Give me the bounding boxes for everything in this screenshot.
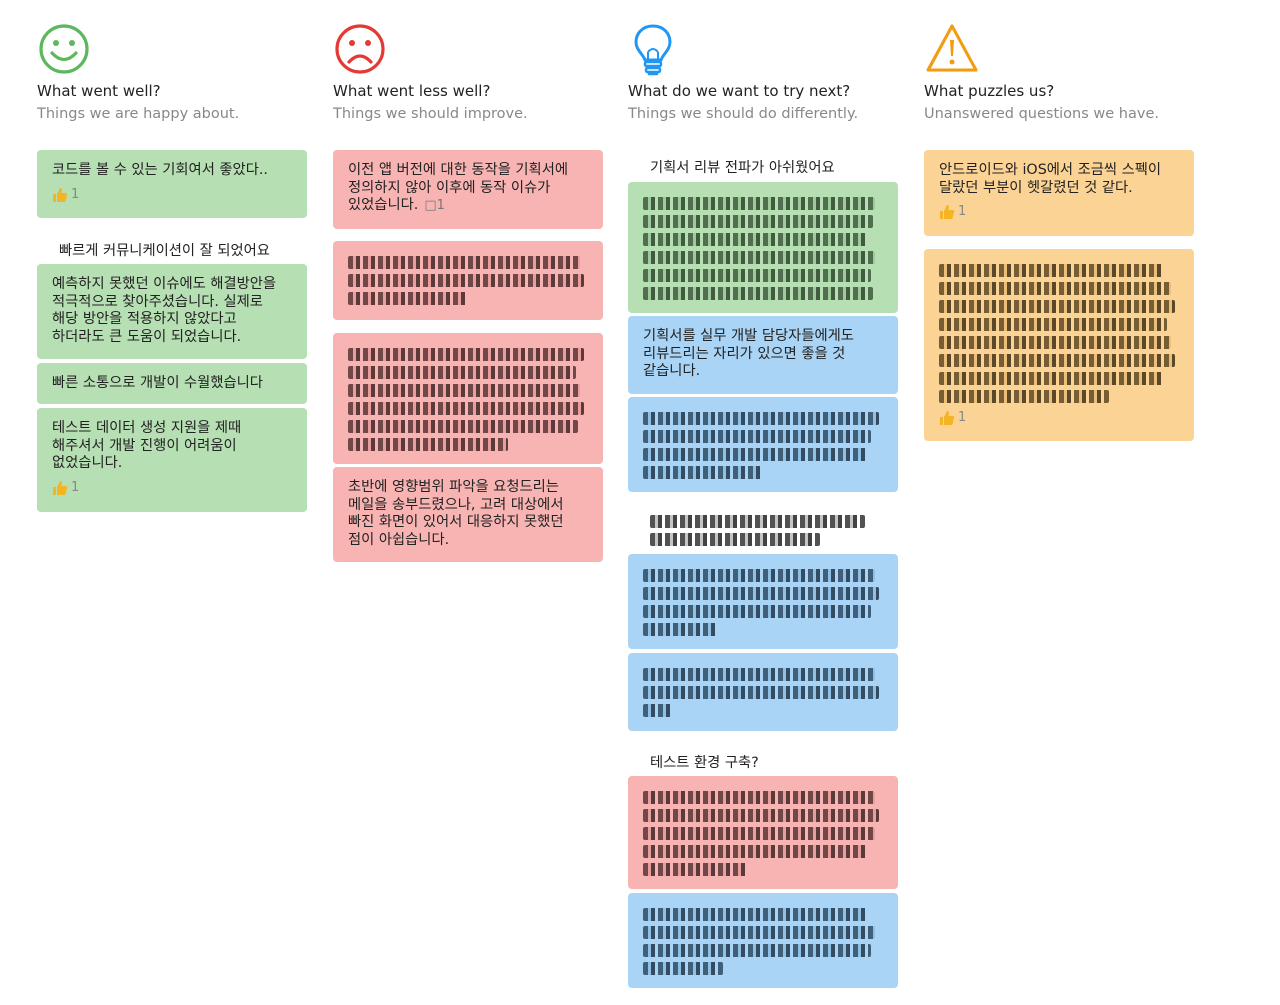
group-label: 테스트 환경 구축? bbox=[650, 755, 759, 771]
sticky-note[interactable]: 기획서를 실무 개발 담당자들에게도 리뷰드리는 자리가 있으면 좋을 것 같습… bbox=[628, 316, 898, 394]
group-label-redacted bbox=[650, 512, 870, 551]
sticky-note[interactable] bbox=[628, 182, 898, 313]
sticky-note[interactable] bbox=[333, 333, 603, 464]
frown-icon bbox=[335, 24, 385, 74]
sticky-note[interactable] bbox=[628, 554, 898, 649]
vote-button[interactable]: 1 bbox=[52, 479, 293, 497]
sticky-note[interactable] bbox=[628, 893, 898, 988]
sticky-note[interactable] bbox=[333, 241, 603, 320]
vote-count: 1 bbox=[958, 410, 967, 426]
group-label: 기획서 리뷰 전파가 아쉬웠어요 bbox=[650, 160, 835, 176]
column-title: What do we want to try next? bbox=[628, 82, 851, 100]
thumbs-up-icon bbox=[53, 187, 68, 202]
vote-button[interactable]: 1 bbox=[939, 203, 1180, 221]
note-text: 안드로이드와 iOS에서 조금씩 스펙이 달랐던 부분이 헷갈렸던 것 같다. bbox=[939, 162, 1162, 196]
sticky-note[interactable] bbox=[628, 776, 898, 889]
note-text: 이전 앱 버전에 대한 동작을 기획서에 정의하지 않아 이후에 동작 이슈가 … bbox=[348, 162, 569, 213]
vote-button[interactable]: 1 bbox=[52, 186, 293, 204]
thumbs-up-icon bbox=[940, 411, 955, 425]
note-text: 테스트 데이터 생성 지원을 제때 해주셔서 개발 진행이 어려움이 없었습니다… bbox=[52, 420, 242, 471]
column-title: What went less well? bbox=[333, 82, 491, 100]
vote-count: 1 bbox=[71, 186, 80, 202]
sticky-note[interactable]: 1 bbox=[924, 249, 1194, 441]
thumbs-up-icon bbox=[940, 205, 955, 219]
thumbs-up-icon bbox=[53, 480, 68, 495]
redacted-text bbox=[643, 791, 884, 876]
column-subtitle: Things we should improve. bbox=[333, 106, 528, 122]
note-text: 기획서를 실무 개발 담당자들에게도 리뷰드리는 자리가 있으면 좋을 것 같습… bbox=[643, 328, 854, 379]
comment-count[interactable]: □1 bbox=[424, 198, 445, 213]
redacted-text bbox=[643, 569, 884, 636]
column-subtitle: Things we should do differently. bbox=[628, 106, 859, 122]
column-subtitle: Things we are happy about. bbox=[37, 106, 240, 122]
vote-count: 1 bbox=[958, 204, 967, 220]
note-text: 초반에 영향범위 파악을 요청드리는 메일을 송부드렸으나, 고려 대상에서 빠… bbox=[348, 479, 564, 548]
redacted-text bbox=[643, 197, 884, 300]
column-subtitle: Unanswered questions we have. bbox=[924, 106, 1159, 122]
note-text: 예측하지 못했던 이슈에도 해결방안을 적극적으로 찾아주셨습니다. 실제로 해… bbox=[52, 276, 277, 345]
sticky-note[interactable] bbox=[628, 397, 898, 492]
redacted-text bbox=[643, 908, 884, 975]
column-title: What puzzles us? bbox=[924, 82, 1055, 100]
column-title: What went well? bbox=[37, 82, 161, 100]
redacted-text bbox=[348, 256, 589, 305]
sticky-note[interactable]: 테스트 데이터 생성 지원을 제때 해주셔서 개발 진행이 어려움이 없었습니다… bbox=[37, 408, 307, 512]
smiley-icon bbox=[39, 24, 89, 74]
redacted-text bbox=[643, 412, 884, 479]
vote-count: 1 bbox=[71, 479, 80, 495]
sticky-note[interactable]: 안드로이드와 iOS에서 조금씩 스펙이 달랐던 부분이 헷갈렸던 것 같다. … bbox=[924, 150, 1194, 236]
vote-button[interactable]: 1 bbox=[939, 409, 1180, 427]
sticky-note[interactable]: 빠른 소통으로 개발이 수월했습니다 bbox=[37, 363, 307, 404]
sticky-note[interactable]: 초반에 영향범위 파악을 요청드리는 메일을 송부드렸으나, 고려 대상에서 빠… bbox=[333, 467, 603, 562]
redacted-text bbox=[939, 264, 1180, 403]
lightbulb-icon bbox=[634, 24, 672, 76]
note-text: 코드를 볼 수 있는 기회여서 좋았다.. bbox=[52, 162, 268, 178]
note-text: 빠른 소통으로 개발이 수월했습니다 bbox=[52, 375, 263, 391]
sticky-note[interactable] bbox=[628, 653, 898, 731]
redacted-text bbox=[643, 668, 884, 717]
sticky-note[interactable]: 코드를 볼 수 있는 기회여서 좋았다.. 1 bbox=[37, 150, 307, 218]
comment-icon: □ bbox=[424, 198, 437, 213]
sticky-note[interactable]: 이전 앱 버전에 대한 동작을 기획서에 정의하지 않아 이후에 동작 이슈가 … bbox=[333, 150, 603, 229]
sticky-note[interactable]: 예측하지 못했던 이슈에도 해결방안을 적극적으로 찾아주셨습니다. 실제로 해… bbox=[37, 264, 307, 359]
warning-icon bbox=[926, 24, 978, 72]
group-label: 빠르게 커뮤니케이션이 잘 되었어요 bbox=[59, 243, 270, 259]
redacted-text bbox=[348, 348, 589, 451]
